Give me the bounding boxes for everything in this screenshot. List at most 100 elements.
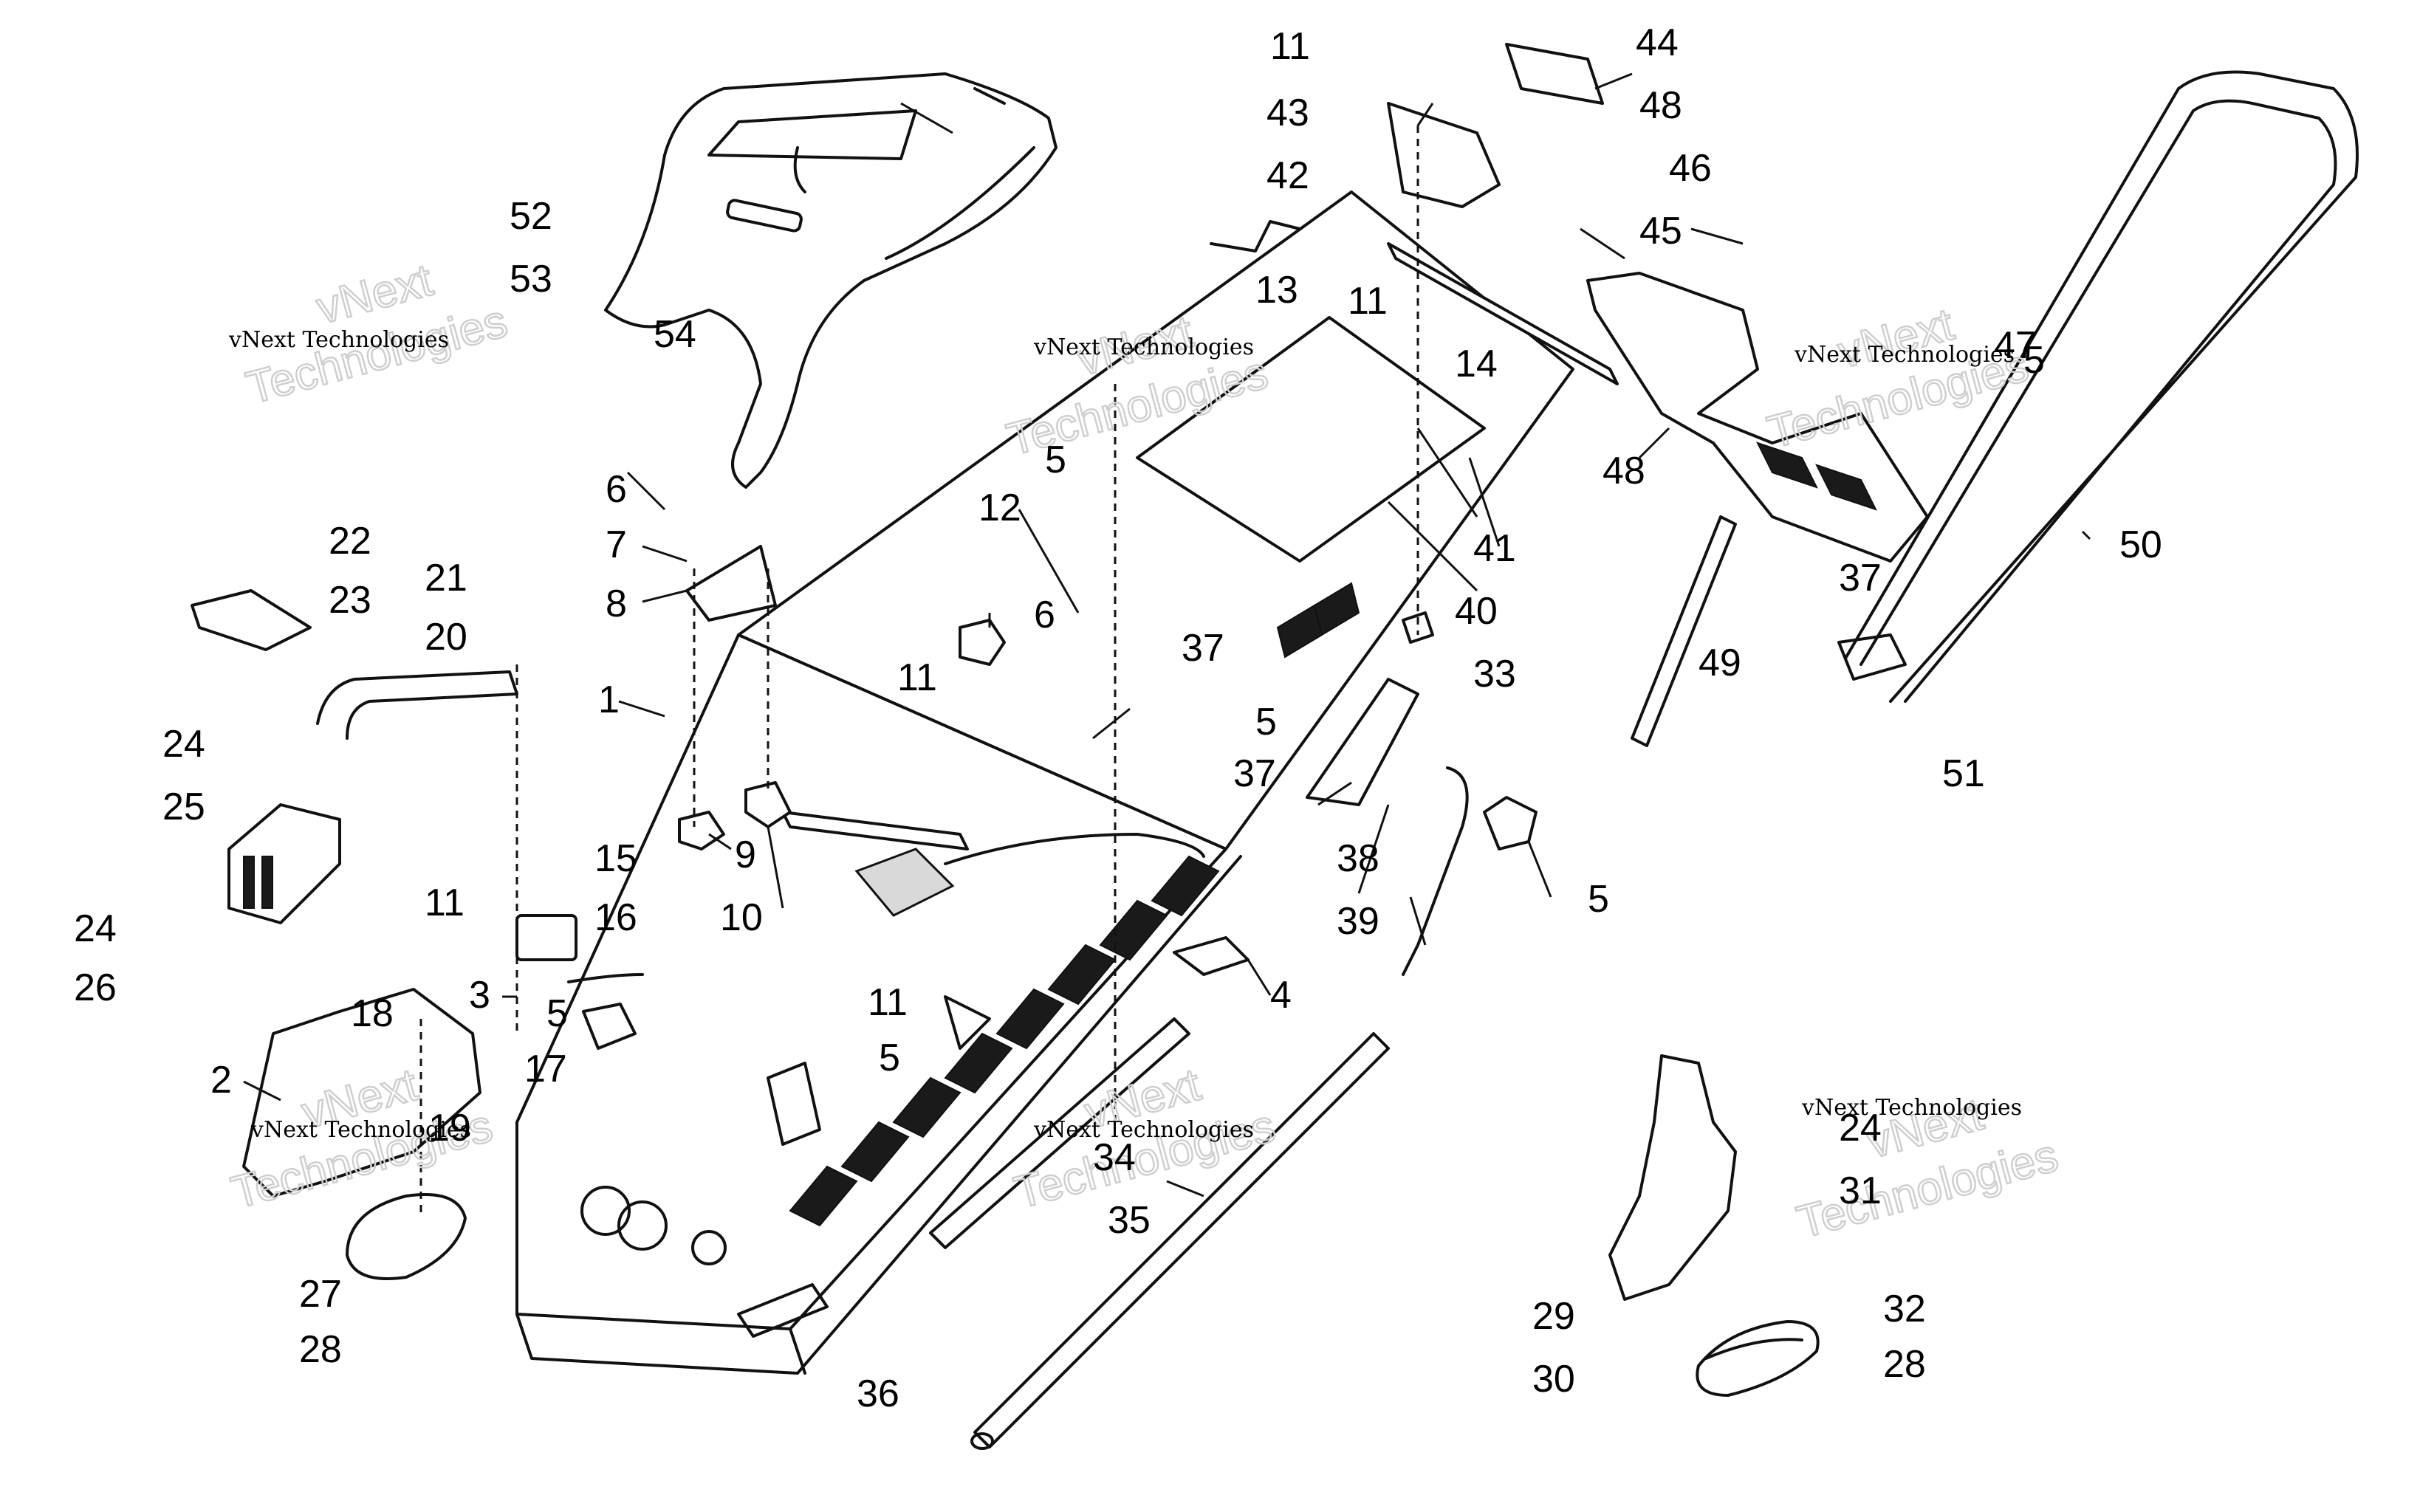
part-14-rail [1387, 242, 1619, 385]
callout-3: 3 [469, 974, 490, 1017]
callout-28: 28 [299, 1328, 342, 1371]
callout-10: 10 [720, 896, 763, 939]
callout-45: 45 [1639, 210, 1682, 252]
callout-50: 50 [2119, 523, 2162, 566]
callout-11: 11 [1270, 25, 1310, 68]
part-38-panel [1306, 678, 1419, 806]
part-34-rail [929, 1017, 1190, 1249]
callout-40: 40 [1455, 590, 1498, 633]
callout-36: 36 [857, 1372, 899, 1415]
callout-5: 5 [1045, 439, 1066, 481]
part-33-clip [1402, 611, 1434, 644]
callout-5e: 5 [1588, 878, 1609, 921]
callout-25: 25 [162, 786, 205, 828]
callout-5f: 5 [2023, 339, 2045, 382]
callout-7: 7 [606, 523, 627, 566]
callout-6: 6 [606, 468, 627, 511]
assembly-lines [419, 126, 1419, 1218]
callout-48: 48 [1639, 84, 1682, 127]
callout-5d: 5 [879, 1037, 900, 1079]
callout-29: 29 [1532, 1295, 1575, 1338]
callout-17: 17 [524, 1048, 567, 1090]
callout-13: 13 [1255, 269, 1298, 312]
callout-6b: 6 [1034, 594, 1055, 636]
center-parts [678, 220, 1538, 1450]
callout-14: 14 [1455, 343, 1498, 385]
callout-43: 43 [1266, 92, 1309, 134]
callout-11d: 11 [425, 882, 465, 924]
callout-18: 18 [351, 992, 394, 1035]
part-9-grommet [678, 811, 725, 850]
part-6-grommet [959, 619, 1006, 666]
left-parts [191, 589, 644, 1280]
callout-48b: 48 [1603, 450, 1645, 492]
callout-24: 24 [162, 723, 205, 766]
callout-5b: 5 [1255, 701, 1277, 743]
callout-39: 39 [1337, 900, 1379, 943]
svg-text:vNext Technologies: vNext Technologies [1033, 334, 1254, 360]
part-29-plate [1608, 1054, 1737, 1301]
svg-text:vNext Technologies: vNext Technologies [1033, 1117, 1254, 1143]
part-4-bracket [1173, 936, 1250, 976]
callout-22: 22 [329, 520, 371, 563]
callout-51: 51 [1942, 752, 1985, 795]
callout-33: 33 [1473, 653, 1516, 695]
callout-15: 15 [594, 837, 637, 880]
callout-20: 20 [425, 616, 467, 659]
callout-9: 9 [735, 834, 756, 876]
part-44-flap [1505, 43, 1604, 105]
callout-4: 4 [1270, 974, 1292, 1017]
callout-32: 32 [1883, 1288, 1926, 1330]
callout-37c: 37 [1839, 557, 1882, 599]
bottom-right-parts [1608, 1054, 1820, 1397]
part-46-strip [1631, 515, 1737, 747]
callout-2: 2 [210, 1059, 232, 1102]
running-board-grid [789, 855, 1220, 1227]
callout-46: 46 [1669, 147, 1712, 190]
callout-11b: 11 [1348, 280, 1388, 323]
part-27-bracket [346, 1193, 467, 1280]
callout-16: 16 [594, 896, 637, 939]
callout-42: 42 [1266, 154, 1309, 197]
part-35-rod [973, 1032, 1390, 1449]
callout-1: 1 [598, 678, 620, 721]
upper-right-parts [1387, 43, 2359, 747]
callouts: 1 2 3 4 5 5 5 5 5 5 6 6 7 8 9 10 11 11 1… [74, 21, 2162, 1415]
part-42-light [1387, 102, 1501, 208]
callout-12: 12 [978, 487, 1021, 529]
callout-49: 49 [1699, 642, 1741, 684]
callout-38: 38 [1337, 837, 1379, 880]
callout-5c: 5 [546, 992, 568, 1035]
watermark-3: vNext Technologies [1761, 298, 2035, 460]
callout-26: 26 [74, 966, 117, 1009]
part-17-bracket [582, 1003, 637, 1050]
watermark-1: vNext Technologies [240, 254, 513, 416]
callout-19: 19 [428, 1107, 471, 1150]
callout-44: 44 [1636, 21, 1679, 64]
callout-24c: 24 [1839, 1107, 1882, 1150]
callout-52: 52 [510, 195, 552, 238]
callout-23: 23 [329, 579, 371, 622]
part-10-grommet [744, 781, 792, 828]
callout-11e: 11 [868, 981, 908, 1024]
part-20-bracket [316, 670, 518, 740]
seat-assembly [604, 72, 1058, 489]
part-25-guard [227, 803, 341, 924]
callout-24b: 24 [74, 907, 117, 950]
svg-text:vNext Technologies: vNext Technologies [228, 327, 449, 353]
seat-handle [726, 199, 803, 233]
callout-8: 8 [606, 583, 627, 625]
callout-11c: 11 [897, 656, 937, 699]
part-32-bracket [1696, 1320, 1820, 1397]
part-8-bracket [685, 545, 777, 622]
part-22-cover [191, 589, 312, 651]
callout-21: 21 [425, 557, 467, 599]
callout-47: 47 [1994, 324, 2037, 367]
callout-53: 53 [510, 258, 552, 300]
callout-34: 34 [1093, 1136, 1136, 1179]
callout-37b: 37 [1233, 752, 1276, 795]
svg-text:vNext Technologies: vNext Technologies [1801, 1095, 2022, 1121]
callout-54: 54 [654, 313, 696, 356]
leader-lines [243, 72, 2091, 1197]
